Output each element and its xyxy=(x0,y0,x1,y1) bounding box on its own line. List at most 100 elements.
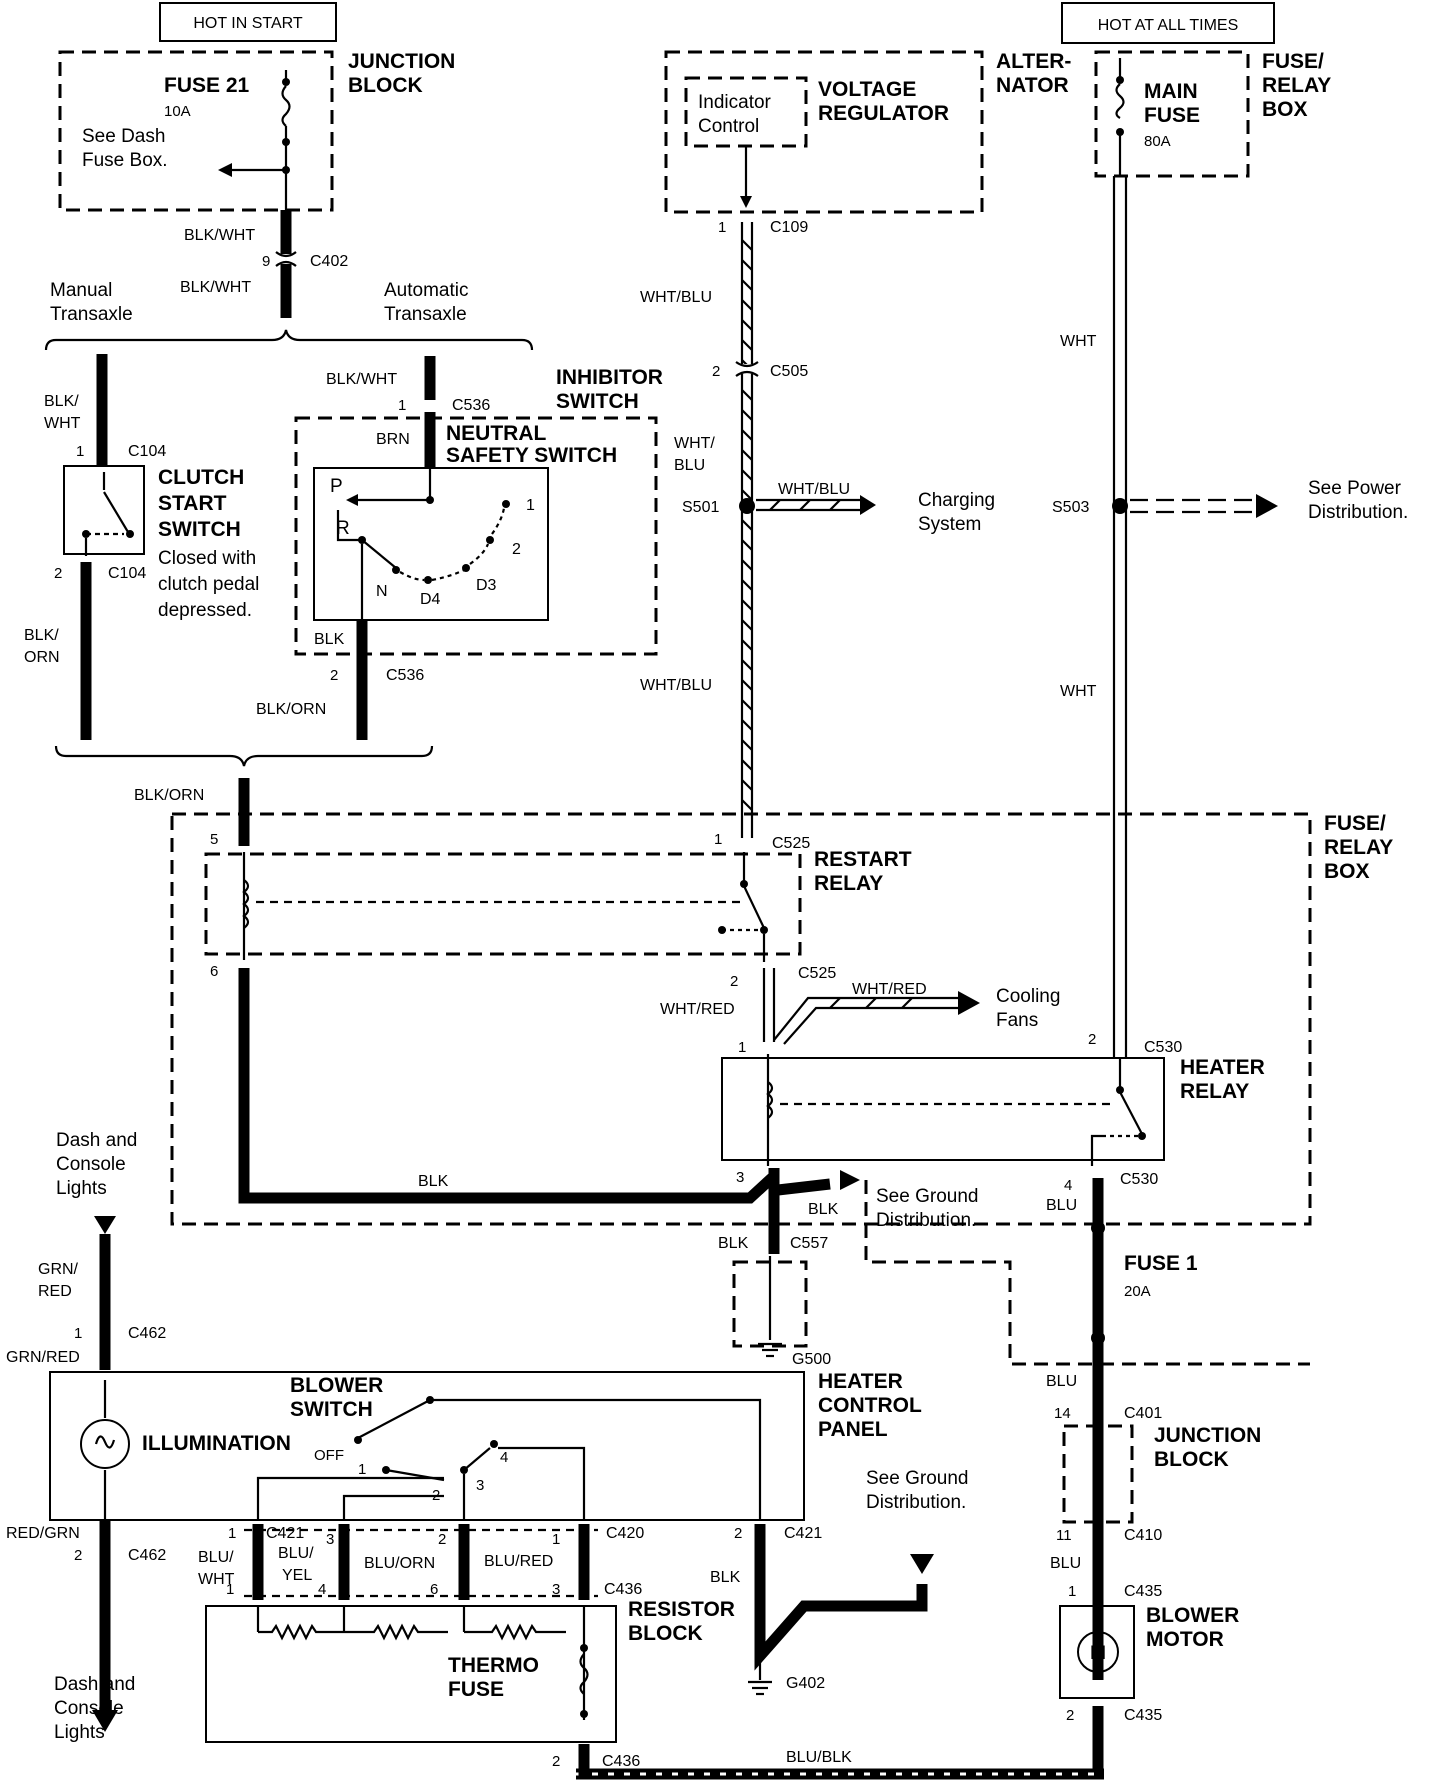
indicator-arrow xyxy=(740,196,752,208)
wire-label-blu-blk: BLU/BLK xyxy=(786,1749,852,1766)
dash-lights-top-line3: Lights xyxy=(56,1178,107,1199)
wire-label-brn: BRN xyxy=(376,431,410,448)
dash-lights-top-arrow xyxy=(94,1216,116,1234)
wire-wht-blu-charging xyxy=(756,495,876,515)
connector-c462-top: C462 xyxy=(128,1325,166,1342)
junction-block-top xyxy=(58,50,334,212)
main-fuse-line1: MAIN xyxy=(1144,80,1198,103)
wire-label-wht-blu-4: WHT/BLU xyxy=(640,677,712,694)
fuse21-label: FUSE 21 xyxy=(164,74,250,97)
automatic-transaxle-line2: Transaxle xyxy=(384,304,467,325)
wire-label-blu-2: BLU xyxy=(1046,1373,1077,1390)
blower-motor-line1: BLOWER xyxy=(1146,1604,1239,1627)
pin-2-heater: 2 xyxy=(1088,1031,1096,1048)
connector-c435-bottom: C435 xyxy=(1124,1707,1162,1724)
fuse21-symbol xyxy=(218,70,291,210)
wire-label-wht-blu-1: WHT/BLU xyxy=(640,289,712,306)
pin-2-c462: 2 xyxy=(74,1547,82,1564)
thermo-fuse-line1: THERMO xyxy=(448,1654,539,1677)
fuse21-note: See Dash Fuse Box. xyxy=(82,126,168,171)
heater-control-panel-line1: HEATER xyxy=(818,1370,903,1393)
inhibitor-switch-line1: INHIBITOR xyxy=(556,366,663,389)
connector-c402: C402 xyxy=(310,253,348,270)
wire-blk-long xyxy=(238,968,778,1204)
blower-switch-line1: BLOWER xyxy=(290,1374,383,1397)
charging-system-line1: Charging xyxy=(918,490,995,511)
fuse21-rating: 10A xyxy=(164,103,191,120)
wire-label-grn-red-1b: RED xyxy=(38,1283,72,1300)
connector-c402-gap xyxy=(272,254,300,264)
wire-wht-power xyxy=(1130,494,1278,518)
pin-6: 6 xyxy=(210,963,218,980)
heater-control-panel-line2: CONTROL xyxy=(818,1394,922,1417)
illumination-label: ILLUMINATION xyxy=(142,1432,291,1455)
hot-at-all-times-box xyxy=(1061,2,1275,44)
heater-control-panel-box xyxy=(49,1371,805,1521)
cooling-fans-line1: Cooling xyxy=(996,986,1060,1007)
hot-in-start-box xyxy=(159,2,337,42)
gear-r: R xyxy=(336,518,350,539)
fuse-relay-box-mid-line2: RELAY xyxy=(1324,836,1393,859)
connector-c421-b: C421 xyxy=(784,1525,822,1542)
connector-c505-symbol xyxy=(735,361,759,377)
restart-relay-box xyxy=(204,852,802,956)
fuse-box-boundary xyxy=(864,1180,1310,1366)
indicator-control-line1: Indicator xyxy=(698,92,772,113)
hot-at-all-times-label: HOT AT ALL TIMES xyxy=(1098,17,1239,34)
inhibitor-switch-line2: SWITCH xyxy=(556,390,639,413)
connector-c436-bottom: C436 xyxy=(602,1753,640,1770)
wire-label-grn-red-2: GRN/RED xyxy=(6,1349,80,1366)
wire-label-blu-wht-b: WHT xyxy=(198,1571,235,1588)
heater-relay-line1: HEATER xyxy=(1180,1056,1265,1079)
wire-label-blu-wht-a: BLU/ xyxy=(198,1549,234,1566)
restart-relay-line1: RESTART xyxy=(814,848,912,871)
dash-lights-bottom-line1: Dash and xyxy=(54,1674,135,1695)
connector-c104-bottom: C104 xyxy=(108,565,146,582)
wire-label-wht-blu-2a: WHT/ xyxy=(674,435,715,452)
alternator-box xyxy=(664,50,984,214)
splice-s503 xyxy=(1112,498,1128,514)
connector-c530-top: C530 xyxy=(1144,1039,1182,1056)
connector-c109: C109 xyxy=(770,219,808,236)
pin-14: 14 xyxy=(1054,1405,1071,1422)
wire-blk-ground-2 xyxy=(777,1178,831,1196)
switch-pos-1: 1 xyxy=(358,1461,366,1478)
main-fuse-symbol xyxy=(1115,58,1125,176)
voltage-regulator-line1: VOLTAGE xyxy=(818,78,916,101)
pin-2-c505: 2 xyxy=(712,363,720,380)
dash-lights-bottom-arrow xyxy=(92,1710,118,1732)
alternator-line1: ALTER- xyxy=(996,50,1071,73)
pin-9: 9 xyxy=(262,253,270,270)
fuse-relay-box-top-line3: BOX xyxy=(1262,98,1308,121)
main-fuse-rating: 80A xyxy=(1144,133,1171,150)
fuse1-rating: 20A xyxy=(1124,1283,1151,1300)
charging-system-line2: System xyxy=(918,514,981,535)
pin-3: 3 xyxy=(736,1169,744,1186)
fuse-relay-box-top-line1: FUSE/ xyxy=(1262,50,1324,73)
connector-c530-bottom: C530 xyxy=(1120,1171,1158,1188)
dash-lights-top-line1: Dash and xyxy=(56,1130,137,1151)
wire-label-blk-orn-clutch-2: ORN xyxy=(24,649,60,666)
gear-2: 2 xyxy=(512,541,521,558)
wire-label-blu-1: BLU xyxy=(1046,1197,1077,1214)
connector-c462-bottom: C462 xyxy=(128,1547,166,1564)
restart-relay-line2: RELAY xyxy=(814,872,883,895)
splice-s503-label: S503 xyxy=(1052,499,1089,516)
pin-1-heater: 1 xyxy=(738,1039,746,1056)
see-power-distribution-line1: See Power xyxy=(1308,478,1402,499)
fuse-relay-box-mid-line3: BOX xyxy=(1324,860,1370,883)
manual-transaxle-line2: Transaxle xyxy=(50,304,133,325)
splice-s501-label: S501 xyxy=(682,499,719,516)
junction-block-bottom-line1: JUNCTION xyxy=(1154,1424,1261,1447)
alternator-line2: NATOR xyxy=(996,74,1069,97)
fuse21-note-line1: See Dash xyxy=(82,126,165,147)
wire-wht-blu-main xyxy=(740,222,754,838)
wire-label-blk-orn-ns: BLK/ORN xyxy=(256,701,326,718)
automatic-transaxle-line1: Automatic xyxy=(384,280,468,301)
blower-switch-contacts xyxy=(256,1396,762,1520)
connector-c525-bottom: C525 xyxy=(798,965,836,982)
connector-c536-bottom: C536 xyxy=(386,667,424,684)
see-power-distribution-line2: Distribution. xyxy=(1308,502,1408,523)
